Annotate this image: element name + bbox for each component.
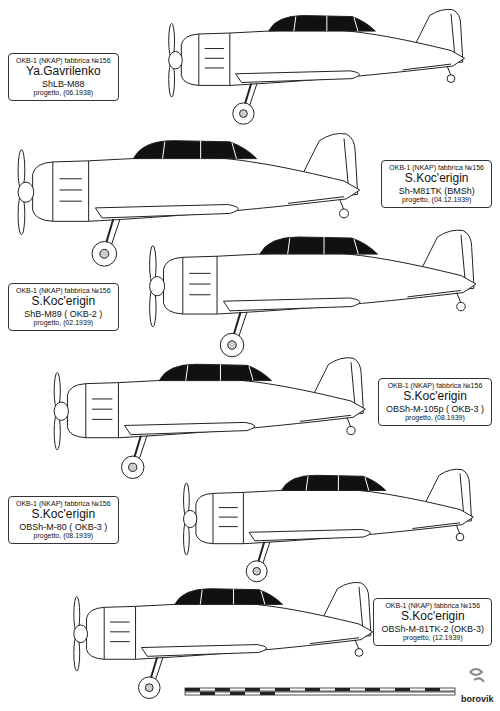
label-box: OKB-1 (NKAP) fabbrica №156S.Koc'eriginOB… — [373, 598, 492, 646]
note-text: OKB-1 (NKAP) fabbrica №156 — [16, 500, 111, 508]
aircraft-profile — [150, 230, 476, 357]
designer-name: S.Koc'erigin — [16, 508, 111, 522]
aircraft-designation: OBSh-M-81TK-2 (OKB-3) — [381, 624, 484, 634]
designer-name: S.Koc'erigin — [16, 295, 111, 309]
label-box: OKB-1 (NKAP) fabbrica №156Ya.GavrilenkoS… — [8, 53, 119, 101]
designer-name: S.Koc'erigin — [389, 172, 484, 186]
note-text: progetto, (02.1939) — [16, 319, 111, 327]
note-text: OKB-1 (NKAP) fabbrica №156 — [386, 382, 484, 390]
designer-name: S.Koc'erigin — [381, 610, 484, 624]
aircraft-designation: ShLB-M88 — [16, 79, 111, 89]
aircraft-profile — [74, 582, 373, 698]
scale-bar — [185, 688, 455, 695]
note-text: OKB-1 (NKAP) fabbrica №156 — [381, 602, 484, 610]
note-text: progetto, (06.1938) — [16, 89, 111, 97]
label-box: OKB-1 (NKAP) fabbrica №156S.Koc'eriginOB… — [378, 378, 492, 426]
note-text: progetto, (08.1939) — [386, 414, 484, 422]
logo-mark — [470, 669, 484, 682]
note-text: progetto, (04.12.1939) — [389, 196, 484, 204]
label-box: OKB-1 (NKAP) fabbrica №156S.Koc'eriginSh… — [381, 160, 492, 208]
note-text: OKB-1 (NKAP) fabbrica №156 — [16, 287, 111, 295]
label-box: OKB-1 (NKAP) fabbrica №156S.Koc'eriginSh… — [8, 283, 119, 331]
designer-name: Ya.Gavrilenko — [16, 65, 111, 79]
aircraft-profile — [54, 358, 365, 479]
note-text: progetto, (08.1939) — [16, 532, 111, 540]
aircraft-profile — [184, 469, 474, 581]
note-text: progetto, (12.1939) — [381, 634, 484, 642]
note-text: OKB-1 (NKAP) fabbrica №156 — [389, 164, 484, 172]
aircraft-designation: ShB-M89 ( OKB-2 ) — [16, 309, 111, 319]
aircraft-designation: OBSh-M-105p ( OKB-3 ) — [386, 404, 484, 414]
note-text: OKB-1 (NKAP) fabbrica №156 — [16, 57, 111, 65]
watermark: borovik — [461, 694, 494, 704]
aircraft-designation: Sh-M81TK (BMSh) — [389, 186, 484, 196]
designer-name: S.Koc'erigin — [386, 390, 484, 404]
aircraft-profile — [169, 9, 465, 124]
label-box: OKB-1 (NKAP) fabbrica №156S.Koc'eriginOB… — [8, 496, 119, 544]
aircraft-designation: OBSh-M-80 ( OKB-3 ) — [16, 522, 111, 532]
